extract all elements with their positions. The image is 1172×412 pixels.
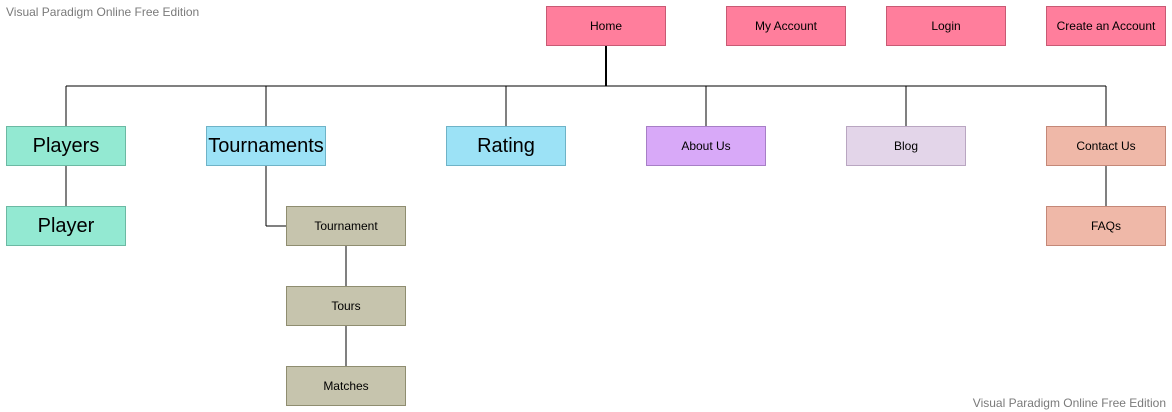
watermark-bottom: Visual Paradigm Online Free Edition [972,396,1166,410]
create-account-node[interactable]: Create an Account [1046,6,1166,46]
player-node[interactable]: Player [6,206,126,246]
login-node[interactable]: Login [886,6,1006,46]
players-node[interactable]: Players [6,126,126,166]
tours-node[interactable]: Tours [286,286,406,326]
about-us-node[interactable]: About Us [646,126,766,166]
rating-node[interactable]: Rating [446,126,566,166]
tournaments-node[interactable]: Tournaments [206,126,326,166]
contact-us-node[interactable]: Contact Us [1046,126,1166,166]
home-node[interactable]: Home [546,6,666,46]
my-account-node[interactable]: My Account [726,6,846,46]
watermark-top: Visual Paradigm Online Free Edition [6,5,200,19]
blog-node[interactable]: Blog [846,126,966,166]
matches-node[interactable]: Matches [286,366,406,406]
tournament-node[interactable]: Tournament [286,206,406,246]
faqs-node[interactable]: FAQs [1046,206,1166,246]
